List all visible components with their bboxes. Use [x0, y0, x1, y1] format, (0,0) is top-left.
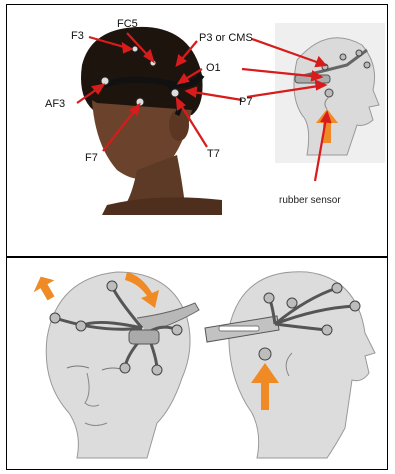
electrode-placement-diagram: F3 FC5 P3 or CMS O1 AF3 P7 F7 T7 rubber … [7, 5, 389, 258]
label-p3-cms: P3 or CMS [199, 32, 253, 44]
label-f3: F3 [71, 30, 84, 42]
label-o1: O1 [206, 62, 221, 74]
label-p7: P7 [239, 96, 252, 108]
label-rubber-sensor: rubber sensor [279, 195, 341, 206]
label-af3: AF3 [45, 98, 65, 110]
label-fc5: FC5 [117, 18, 138, 30]
top-panel: F3 FC5 P3 or CMS O1 AF3 P7 F7 T7 rubber … [6, 4, 388, 257]
head-profile-sketch [205, 272, 375, 458]
label-t7: T7 [207, 148, 220, 160]
bottom-panel [6, 257, 388, 470]
head-three-quarter-sketch [46, 272, 199, 458]
label-f7: F7 [85, 152, 98, 164]
orange-curved-arrow-left [29, 272, 62, 305]
headset-fitting-illustration [7, 258, 389, 471]
